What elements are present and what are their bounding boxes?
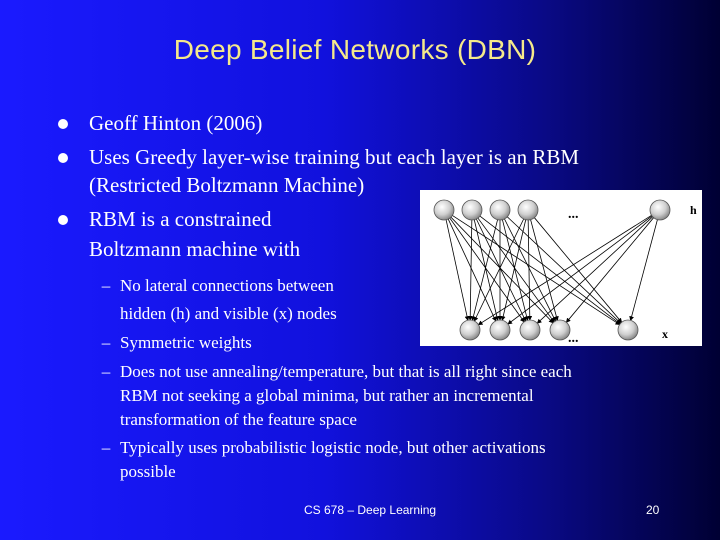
bullet-3-line-2: Boltzmann machine with	[89, 237, 301, 261]
rbm-connection	[529, 213, 623, 323]
rbm-diagram: ... ... h x	[420, 190, 702, 346]
bullet-2-line-1: Uses Greedy layer-wise training but each…	[89, 145, 580, 169]
rbm-connection	[629, 215, 661, 322]
footer-course: CS 678 – Deep Learning	[304, 503, 437, 517]
rbm-connection	[527, 215, 559, 322]
bullet-2-line-2: (Restricted Boltzmann Machine)	[89, 173, 365, 197]
visible-node	[617, 319, 639, 341]
hidden-node	[489, 199, 511, 221]
sub-bullet-4-line-1: Typically uses probabilistic logistic no…	[120, 438, 546, 457]
rbm-nodes	[433, 199, 671, 341]
hidden-label: h	[690, 203, 697, 217]
sub-bullet-4-line-2: possible	[120, 462, 176, 481]
rbm-connection	[499, 215, 529, 322]
rbm-connection	[477, 211, 657, 326]
visible-node	[459, 319, 481, 341]
sub-bullet-3-line-2: RBM not seeking a global minima, but rat…	[120, 386, 534, 405]
sub-bullet-2-line-1: Symmetric weights	[120, 333, 252, 352]
dash-icon: –	[101, 276, 111, 295]
slide-title: Deep Belief Networks (DBN)	[173, 34, 537, 65]
rbm-connection	[444, 214, 497, 322]
rbm-connection	[500, 215, 529, 322]
footer-page-number: 20	[646, 503, 660, 517]
rbm-connection	[471, 215, 501, 322]
bullet-dot-icon	[58, 153, 68, 163]
bullet-1-line-1: Geoff Hinton (2006)	[89, 111, 263, 135]
dash-icon: –	[101, 438, 111, 457]
sub-bullet-1-line-1: No lateral connections between	[120, 276, 334, 295]
dash-icon: –	[101, 362, 111, 381]
visible-node	[489, 319, 511, 341]
rbm-connection	[442, 215, 470, 322]
hidden-node	[517, 199, 539, 221]
rbm-diagram-svg: ... ... h x	[433, 199, 697, 346]
sub-bullet-3-line-3: transformation of the feature space	[120, 410, 357, 429]
rbm-connection	[445, 213, 525, 323]
hidden-node	[649, 199, 671, 221]
visible-ellipsis: ...	[568, 331, 579, 346]
bullet-dot-icon	[58, 215, 68, 225]
hidden-node	[433, 199, 455, 221]
hidden-ellipsis: ...	[568, 207, 579, 222]
bullet-3-line-1: RBM is a constrained	[89, 207, 272, 231]
hidden-node	[461, 199, 483, 221]
bullet-dot-icon	[58, 119, 68, 129]
visible-node	[519, 319, 541, 341]
dash-icon: –	[101, 333, 111, 352]
visible-label: x	[662, 327, 668, 341]
rbm-connection	[472, 214, 527, 322]
rbm-connection	[471, 215, 500, 322]
visible-node	[549, 319, 571, 341]
sub-bullet-3-line-1: Does not use annealing/temperature, but …	[120, 362, 572, 381]
rbm-connection	[536, 212, 658, 324]
rbm-connections	[442, 211, 661, 326]
sub-bullet-1-line-2: hidden (h) and visible (x) nodes	[120, 304, 337, 323]
